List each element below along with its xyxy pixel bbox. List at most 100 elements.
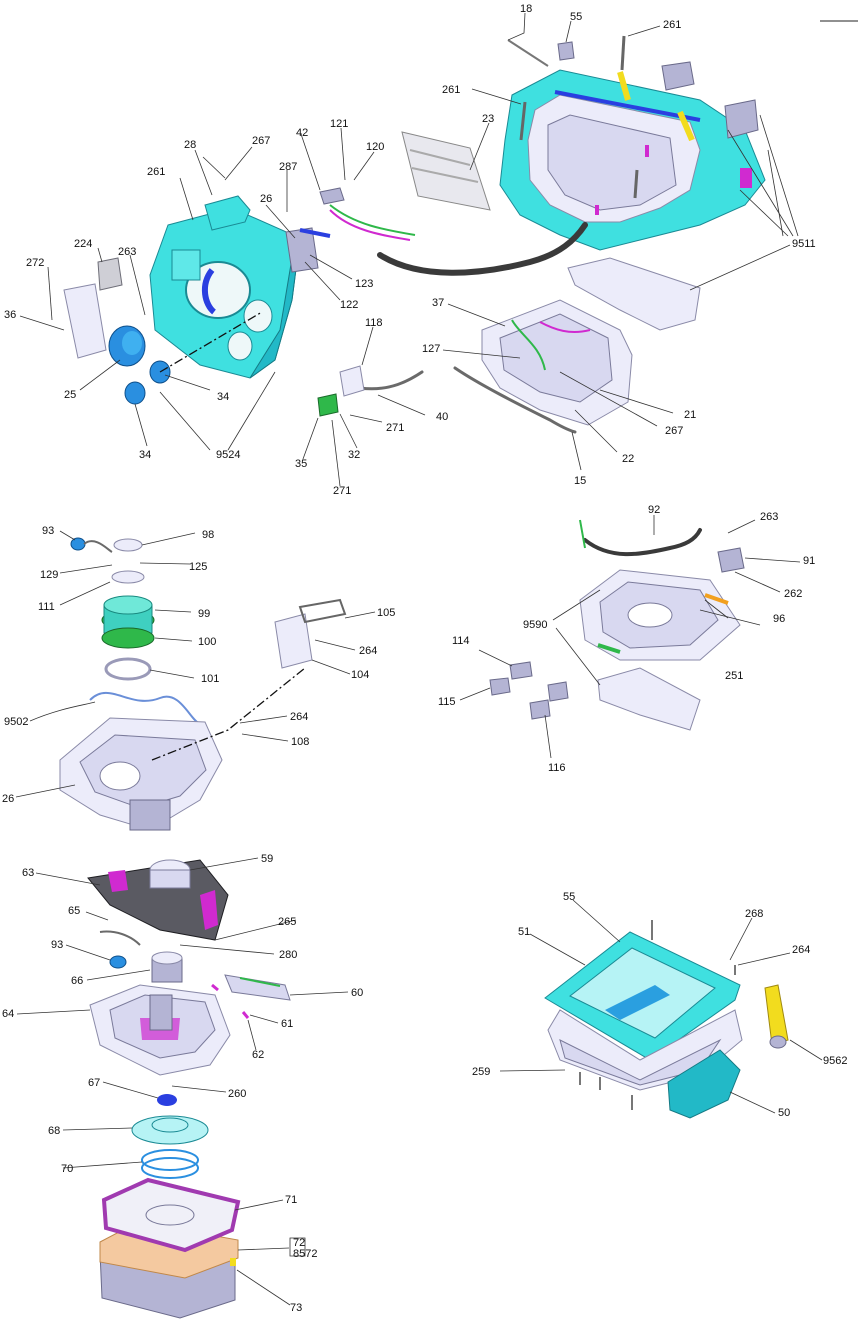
label-42: 42 — [296, 127, 308, 139]
knob-25 — [108, 325, 146, 367]
label-271: 271 — [386, 422, 404, 434]
label-67: 67 — [88, 1077, 100, 1089]
label-224: 224 — [74, 238, 92, 250]
label-267: 267 — [252, 135, 270, 147]
label-40: 40 — [436, 411, 448, 423]
label-260: 260 — [228, 1088, 246, 1100]
label-261: 261 — [147, 166, 165, 178]
label-267: 267 — [665, 425, 683, 437]
label-64: 64 — [2, 1008, 14, 1020]
label-61: 61 — [281, 1018, 293, 1030]
label-9562: 9562 — [823, 1055, 847, 1067]
label-101: 101 — [201, 673, 219, 685]
label-51: 51 — [518, 926, 530, 938]
label-93: 93 — [51, 939, 63, 951]
label-9502: 9502 — [4, 716, 28, 728]
label-99: 99 — [198, 608, 210, 620]
label-28: 28 — [184, 139, 196, 151]
label-120: 120 — [366, 141, 384, 153]
label-125: 125 — [189, 561, 207, 573]
label-21: 21 — [684, 409, 696, 421]
label-263: 263 — [760, 511, 778, 523]
label-8572: 8572 — [293, 1248, 317, 1260]
label-55: 55 — [570, 11, 582, 23]
label-36: 36 — [4, 309, 16, 321]
leader-lines-section2 — [15, 530, 376, 798]
label-50: 50 — [778, 1107, 790, 1119]
label-22: 22 — [622, 453, 634, 465]
label-55: 55 — [563, 891, 575, 903]
label-100: 100 — [198, 636, 216, 648]
label-287: 287 — [279, 161, 297, 173]
label-263: 263 — [118, 246, 136, 258]
label-264: 264 — [290, 711, 308, 723]
label-105: 105 — [377, 607, 395, 619]
knob-34b — [124, 381, 146, 405]
label-9511: 9511 — [792, 238, 816, 250]
label-34: 34 — [217, 391, 229, 403]
label-62: 62 — [252, 1049, 264, 1061]
dash-line-1 — [159, 311, 263, 373]
label-259: 259 — [472, 1066, 490, 1078]
label-32: 32 — [348, 449, 360, 461]
label-93: 93 — [42, 525, 54, 537]
label-264: 264 — [792, 944, 810, 956]
label-59: 59 — [261, 853, 273, 865]
label-261: 261 — [442, 84, 460, 96]
label-272: 272 — [26, 257, 44, 269]
label-116: 116 — [548, 762, 566, 774]
label-65: 65 — [68, 905, 80, 917]
label-72: 72 — [293, 1237, 305, 1249]
filter-fan-assembly — [87, 859, 291, 1319]
label-129: 129 — [40, 569, 58, 581]
label-104: 104 — [351, 669, 369, 681]
leader-lines-section5 — [499, 899, 823, 1114]
label-23: 23 — [482, 113, 494, 125]
leader-lines-section1 — [19, 12, 799, 487]
label-92: 92 — [648, 504, 660, 516]
label-71: 71 — [285, 1194, 297, 1206]
chassis-assembly — [489, 519, 745, 731]
label-25: 25 — [64, 389, 76, 401]
tank-assembly — [544, 920, 789, 1119]
label-127: 127 — [422, 343, 440, 355]
label-251: 251 — [725, 670, 743, 682]
label-96: 96 — [773, 613, 785, 625]
label-108: 108 — [291, 736, 309, 748]
label-26: 26 — [2, 793, 14, 805]
label-26: 26 — [260, 193, 272, 205]
label-118: 118 — [365, 317, 383, 329]
label-123: 123 — [355, 278, 373, 290]
label-18: 18 — [520, 3, 532, 15]
label-66: 66 — [71, 975, 83, 987]
label-268: 268 — [745, 908, 763, 920]
label-63: 63 — [22, 867, 34, 879]
label-262: 262 — [784, 588, 802, 600]
label-115: 115 — [438, 696, 456, 708]
label-9524: 9524 — [216, 449, 240, 461]
label-111: 111 — [38, 601, 55, 613]
label-35: 35 — [295, 458, 307, 470]
top-housing-assembly — [63, 35, 766, 434]
label-73: 73 — [290, 1302, 302, 1314]
label-60: 60 — [351, 987, 363, 999]
leader-lines-section3 — [459, 515, 801, 759]
label-261: 261 — [663, 19, 681, 31]
label-70: 70 — [61, 1163, 73, 1175]
motor-assembly — [59, 537, 347, 831]
label-98: 98 — [202, 529, 214, 541]
label-9590: 9590 — [523, 619, 547, 631]
label-68: 68 — [48, 1125, 60, 1137]
label-271: 271 — [333, 485, 351, 497]
label-34: 34 — [139, 449, 151, 461]
label-15: 15 — [574, 475, 586, 487]
dash-line-2 — [151, 667, 306, 761]
callout-labels: 18 55 261 261 23 9511 42 121 120 28 267 … — [2, 3, 847, 1314]
label-37: 37 — [432, 297, 444, 309]
label-121: 121 — [330, 118, 348, 130]
label-264: 264 — [359, 645, 377, 657]
label-280: 280 — [279, 949, 297, 961]
label-265: 265 — [278, 916, 296, 928]
